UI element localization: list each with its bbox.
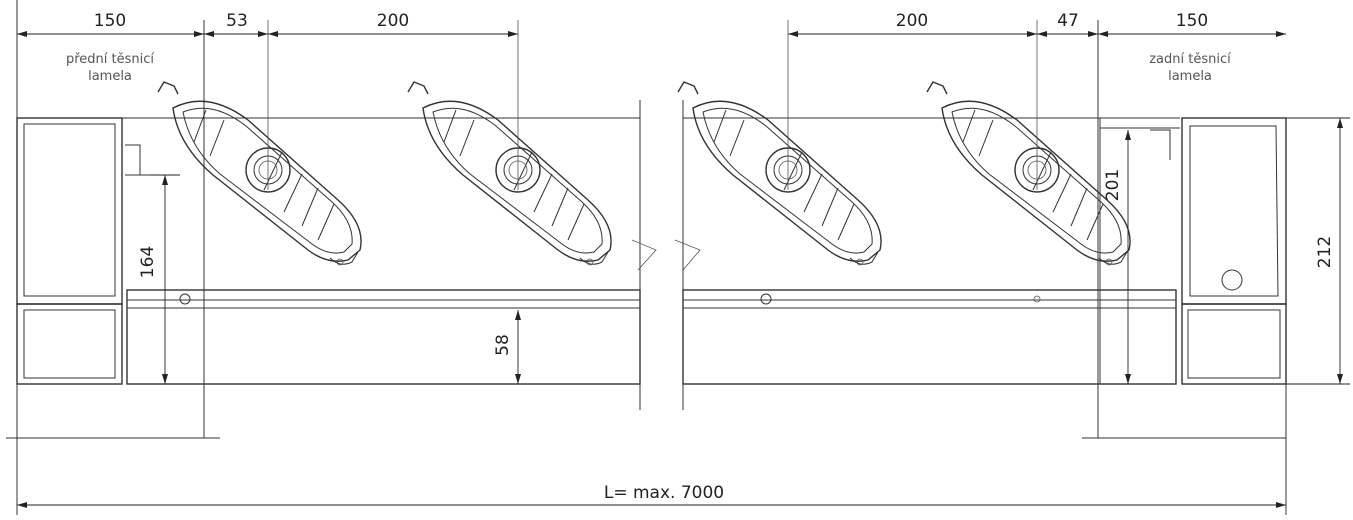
lamella-3: [677, 81, 882, 266]
dim-rear-lamella-width: 150: [1176, 11, 1208, 31]
dim-front-offset: 53: [226, 11, 248, 31]
dimension-line-length: [16, 438, 1287, 515]
bottom-rail: [126, 289, 1177, 385]
front-lamella-label-line2: lamela: [88, 69, 132, 84]
front-lamella-label-line1: přední těsnicí: [66, 52, 154, 67]
dim-right-inner-height: 201: [1103, 169, 1123, 201]
dim-rail-height: 58: [493, 334, 513, 356]
dim-pitch-right: 200: [896, 11, 928, 31]
rail-screw-right: [760, 293, 772, 305]
rear-lamella-label-line1: zadní těsnicí: [1149, 52, 1231, 67]
dim-rear-offset: 47: [1057, 11, 1079, 31]
left-beam: [16, 117, 160, 385]
rail-screw-left: [179, 293, 191, 305]
lamella-1: [157, 81, 362, 266]
lamella-2: [407, 81, 612, 266]
dim-total-length: L= max. 7000: [604, 483, 724, 503]
dimension-lines-vertical: [150, 117, 1350, 385]
dim-total-height: 212: [1315, 236, 1335, 268]
dim-pitch-left: 200: [377, 11, 409, 31]
frame-lines: [6, 0, 1287, 439]
dimension-lines-top: [17, 20, 1286, 118]
dim-left-height: 164: [138, 246, 158, 278]
dim-front-lamella-width: 150: [94, 11, 126, 31]
rear-lamella-label-line2: lamela: [1168, 69, 1212, 84]
